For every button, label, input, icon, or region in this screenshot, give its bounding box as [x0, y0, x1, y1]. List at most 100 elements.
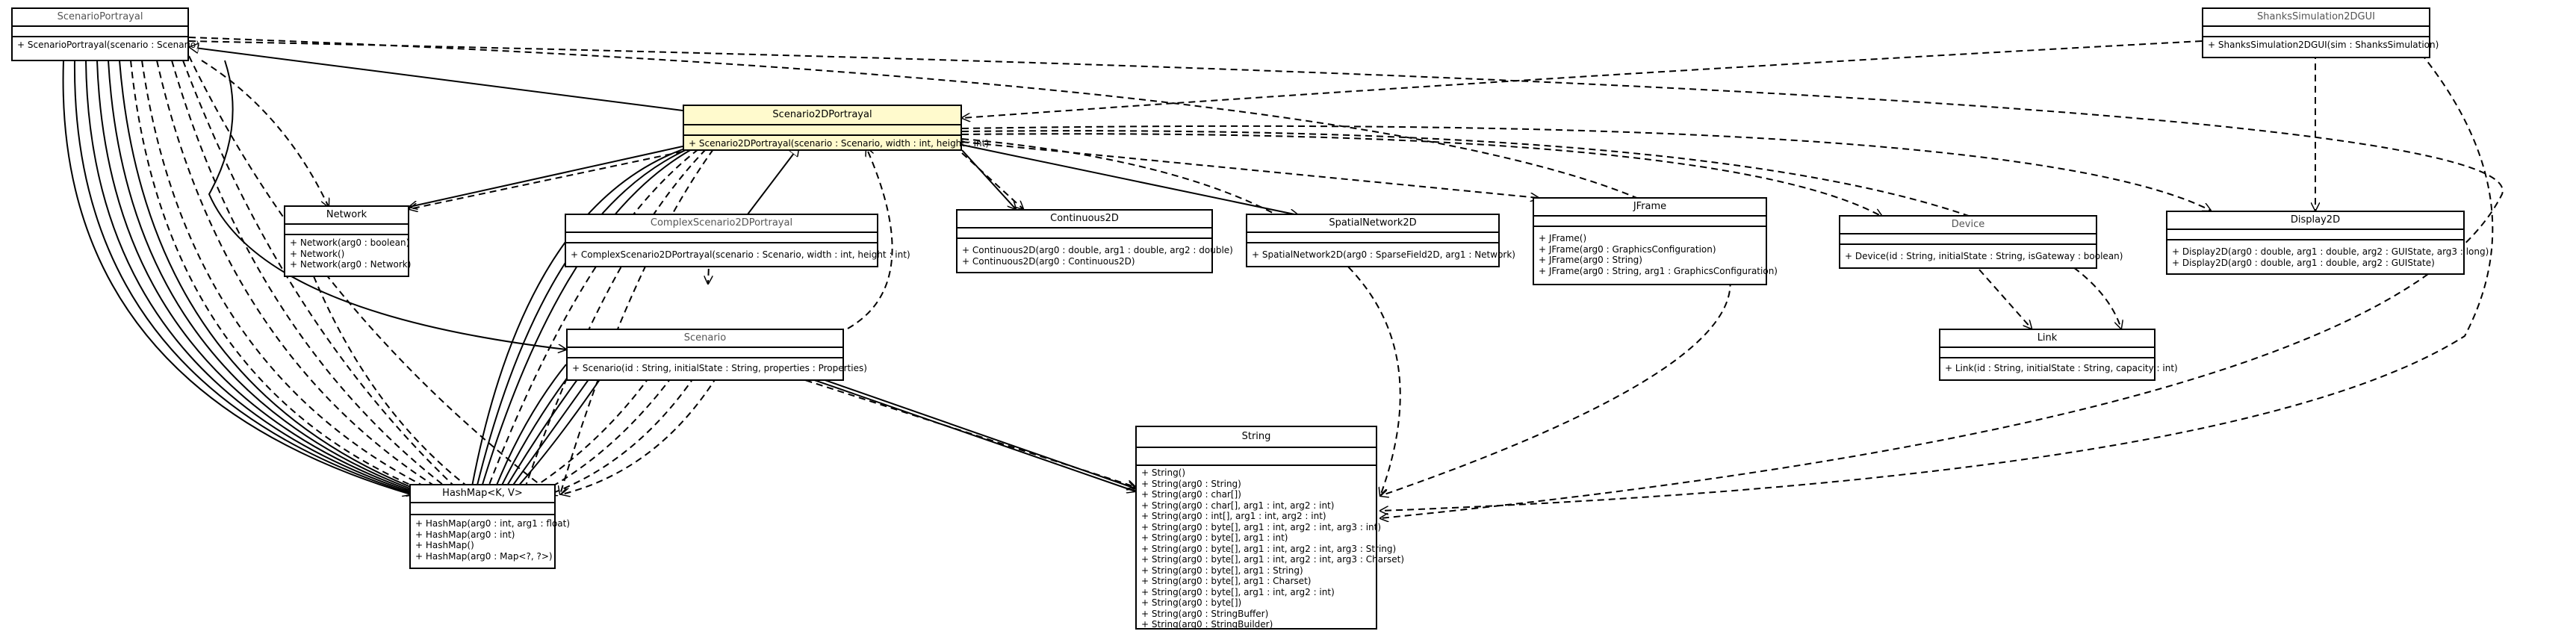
dep-s2dp-device [961, 133, 1882, 217]
dep-network-hashmap [313, 276, 478, 494]
class-name: Scenario2DPortrayal [684, 106, 960, 125]
operation: + String(arg0 : byte[], arg1 : int, arg2… [1141, 586, 1335, 597]
assoc-sp-hashmap-6 [119, 60, 429, 494]
operation: + String(arg0 : byte[], arg1 : int, arg2… [1141, 543, 1397, 554]
dep-s2dp-hashmap-2 [523, 149, 707, 494]
inheritance-scenario2dportrayal-scenarioportrayal [189, 47, 683, 111]
class-name: HashMap<K, V> [411, 485, 554, 503]
class-fields [568, 348, 842, 358]
class-name: Link [1940, 330, 2154, 348]
operation: + Display2D(arg0 : double, arg1 : double… [2172, 246, 2489, 257]
class-operations: + HashMap(arg0 : int, arg1 : float) + Ha… [411, 515, 571, 564]
assoc-scenario-string-1 [783, 365, 1135, 488]
operation: + String(arg0 : StringBuilder) [1141, 619, 1273, 630]
class-display2d[interactable]: Display2D + Display2D(arg0 : double, arg… [2166, 211, 2489, 275]
class-scenario[interactable]: Scenario + Scenario(id : String, initial… [566, 329, 867, 381]
class-operations: + Device(id : String, initialState : Str… [1840, 245, 2123, 264]
dep-s2dp-link [961, 130, 2121, 329]
class-jframe[interactable]: JFrame + JFrame() + JFrame(arg0 : Graphi… [1533, 197, 1778, 285]
operation: + JFrame(arg0 : String, arg1 : GraphicsC… [1539, 265, 1778, 276]
assoc-scenario-hashmap-4 [506, 373, 594, 494]
class-device[interactable]: Device + Device(id : String, initialStat… [1839, 215, 2123, 269]
class-scenario2d-portrayal[interactable]: Scenario2DPortrayal + Scenario2DPortraya… [683, 105, 989, 152]
operation: + ShanksSimulation2DGUI(sim : ShanksSimu… [2208, 40, 2439, 50]
operation: + ComplexScenario2DPortrayal(scenario : … [571, 249, 910, 260]
assoc-scenarioportrayal-scenario [208, 60, 566, 349]
assoc-s2dp-network [409, 146, 683, 207]
assoc-sp-hashmap-2 [73, 60, 415, 494]
dep-sp-hashmap-2 [141, 60, 441, 494]
class-name: JFrame [1534, 199, 1766, 217]
operation: + HashMap(arg0 : Map<?, ?>) [415, 550, 553, 562]
operation: + JFrame() [1539, 233, 1587, 243]
operation: + String() [1141, 467, 1186, 478]
operation: + String(arg0 : char[]) [1141, 489, 1241, 500]
class-operations: + Continuous2D(arg0 : double, arg1 : dou… [958, 239, 1233, 269]
dep-s2dp-hashmap-3 [560, 149, 714, 494]
assoc-sp-hashmap-3 [85, 60, 418, 494]
class-name: Device [1840, 217, 2096, 234]
dep-scenario-string [783, 373, 1135, 487]
class-hashmap[interactable]: HashMap<K, V> + HashMap(arg0 : int, arg1… [409, 484, 571, 569]
operation: + Continuous2D(arg0 : Continuous2D) [962, 255, 1135, 267]
dep-device-link [1978, 269, 2032, 329]
class-name: String [1137, 427, 1376, 448]
class-name: SpatialNetwork2D [1247, 215, 1498, 233]
class-continuous2d[interactable]: Continuous2D + Continuous2D(arg0 : doubl… [956, 209, 1233, 273]
operation: + Network() [290, 248, 345, 259]
class-fields [2203, 27, 2429, 37]
class-string[interactable]: String + String() + String(arg0 : String… [1135, 426, 1404, 633]
class-scenario-portrayal[interactable]: ScenarioPortrayal + ScenarioPortrayal(sc… [11, 7, 199, 61]
dep-sp-hashmap-5 [182, 60, 463, 494]
class-fields [285, 225, 408, 235]
class-name: Display2D [2167, 212, 2463, 230]
class-name: ShanksSimulation2DGUI [2203, 9, 2429, 27]
class-operations: + SpatialNetwork2D(arg0 : SparseField2D,… [1247, 243, 1515, 263]
dep-s2dp-jframe [961, 141, 1539, 198]
class-fields [13, 27, 187, 37]
assoc-scenario-hashmap-5 [511, 376, 603, 494]
dep-gui-s2dp [962, 40, 2203, 118]
dep-s2dp-continuous2d [961, 152, 1023, 209]
class-operations: + ComplexScenario2DPortrayal(scenario : … [566, 243, 910, 263]
dep-scenario-hashmap-4 [562, 376, 718, 494]
operation: + Scenario(id : String, initialState : S… [572, 363, 867, 373]
class-complex-scenario2d-portrayal[interactable]: ComplexScenario2DPortrayal + ComplexScen… [565, 214, 910, 267]
operation: + Network(arg0 : Network) [290, 259, 412, 270]
class-spatial-network2d[interactable]: SpatialNetwork2D + SpatialNetwork2D(arg0… [1246, 214, 1515, 267]
class-name: Network [285, 207, 408, 225]
dep-gui-string [1380, 44, 2494, 511]
dep-sp-hashmap-6 [188, 55, 553, 494]
assoc-scenario-hashmap-1 [493, 364, 567, 494]
class-fields [1940, 348, 2154, 358]
dep-scenario-hashmap-2 [538, 376, 673, 494]
dep-s2dp-hashmap-1 [485, 149, 699, 494]
class-operations: + Display2D(arg0 : double, arg1 : double… [2167, 240, 2489, 270]
assoc-sp-hashmap-4 [96, 60, 422, 494]
dep-sp-hashmap-4 [171, 60, 456, 494]
assoc-s2dp-hashmap-1 [471, 149, 683, 494]
operation: + String(arg0 : StringBuffer) [1141, 608, 1269, 619]
class-operations: + ScenarioPortrayal(scenario : Scenario) [13, 37, 199, 53]
assoc-s2dp-continuous2d [961, 149, 1016, 209]
class-link[interactable]: Link + Link(id : String, initialState : … [1939, 329, 2178, 381]
operation: + Device(id : String, initialState : Str… [1845, 251, 2123, 261]
class-operations: + Scenario2DPortrayal(scenario : Scenari… [684, 136, 989, 152]
operation: + HashMap(arg0 : int, arg1 : float) [415, 518, 571, 529]
class-name: Continuous2D [958, 211, 1211, 229]
operation: + Scenario2DPortrayal(scenario : Scenari… [689, 138, 989, 149]
operation: + String(arg0 : char[], arg1 : int, arg2… [1141, 500, 1335, 511]
operation: + String(arg0 : byte[], arg1 : int) [1141, 532, 1288, 543]
class-operations: + String() + String(arg0 : String) + Str… [1137, 466, 1404, 633]
inheritance-complex-scenario2dportrayal [747, 146, 799, 215]
operation: + HashMap() [415, 540, 474, 550]
assoc-s2dp-hashmap-2 [475, 149, 688, 494]
dep-sp-hashmap-3 [156, 60, 448, 494]
class-shanks-simulation2d-gui[interactable]: ShanksSimulation2DGUI + ShanksSimulation… [2202, 7, 2439, 58]
class-network[interactable]: Network + Network(arg0 : boolean) + Netw… [284, 205, 412, 277]
class-operations: + Network(arg0 : boolean) + Network() + … [285, 235, 412, 273]
class-fields [566, 233, 877, 243]
operation: + String(arg0 : byte[], arg1 : Charset) [1141, 576, 1312, 586]
operation: + String(arg0 : byte[]) [1141, 597, 1242, 608]
